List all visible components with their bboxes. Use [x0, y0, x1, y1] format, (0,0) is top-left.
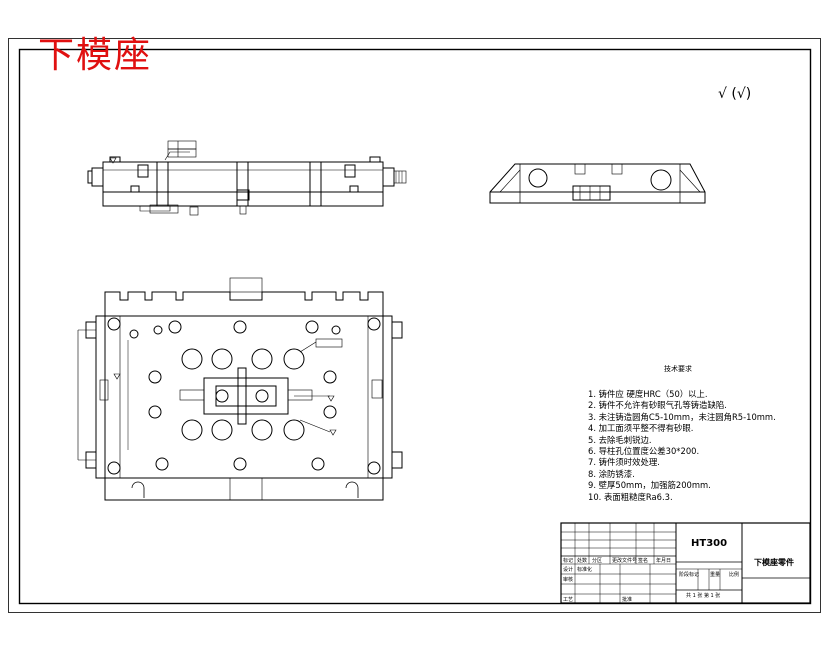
notes-title: 技术要求: [664, 365, 692, 373]
sheet-info: 共 1 张 第 1 张: [686, 593, 721, 599]
side-view: [489, 163, 706, 204]
process-label: 工艺: [563, 597, 574, 603]
material-label: HT300: [691, 538, 728, 549]
approve-label: 批准: [622, 597, 633, 603]
note-item: 3. 未注铸造圆角C5-10mm，未注圆角R5-10mm.: [588, 411, 776, 422]
row-label: 处数: [577, 558, 588, 564]
drawing-stamp: 下模座: [38, 35, 153, 76]
row-label: 标记: [563, 558, 574, 564]
note-item: 10. 表面粗糙度Ra6.3.: [588, 491, 673, 502]
note-item: 9. 壁厚50mm，加强筋200mm.: [588, 480, 711, 491]
check-label: 审核: [563, 577, 574, 583]
note-item: 4. 加工面须平整不得有砂眼.: [588, 423, 694, 434]
row-label: 分区: [592, 558, 603, 564]
note-item: 8. 涂防锈漆.: [588, 468, 635, 479]
design-label: 设计: [563, 567, 574, 573]
inner-border: [18, 48, 812, 605]
plan-view: [77, 277, 403, 501]
note-item: 7. 铸件须时效处理.: [588, 457, 660, 468]
note-item: 1. 铸件应 硬度HRC（50）以上.: [588, 389, 708, 399]
scale-label: 比例: [729, 572, 740, 578]
row-label: 年月日: [656, 558, 672, 564]
front-view: [87, 140, 407, 216]
stage-label: 阶段标记: [679, 572, 700, 578]
outer-border: [8, 38, 821, 613]
note-item: 6. 导柱孔位置度公差30*200.: [588, 446, 700, 457]
standard-label: 标准化: [577, 567, 593, 573]
weight-label: 重量: [710, 572, 721, 578]
row-label: 签名: [638, 558, 649, 564]
note-item: 5. 去除毛刺锐边.: [588, 434, 652, 445]
roughness-symbol: √ (√): [718, 86, 752, 102]
note-item: 2. 铸件不允许有砂眼气孔等铸造缺陷.: [588, 400, 727, 411]
row-label: 更改文件号: [612, 558, 638, 564]
title-block: [560, 522, 811, 604]
technical-notes: 技术要求 1. 铸件应 硬度HRC（50）以上. 2. 铸件不允许有砂眼气孔等铸…: [588, 364, 788, 503]
part-name: 下模座零件: [754, 558, 794, 567]
